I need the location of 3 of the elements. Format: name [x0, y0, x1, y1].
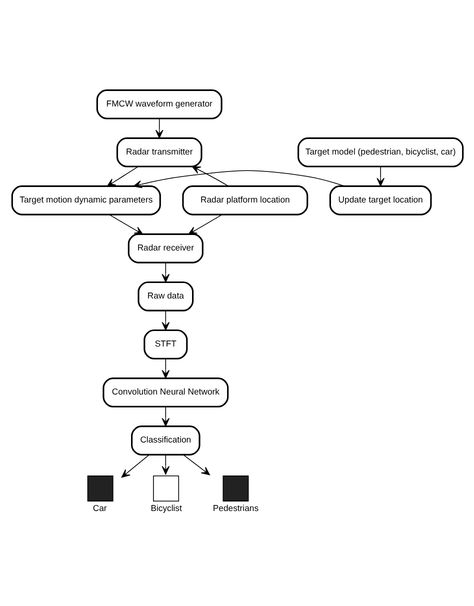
node-label: Car [92, 502, 106, 513]
node-label: Bicyclist [150, 502, 182, 513]
node-label: Pedestrians [212, 502, 258, 513]
